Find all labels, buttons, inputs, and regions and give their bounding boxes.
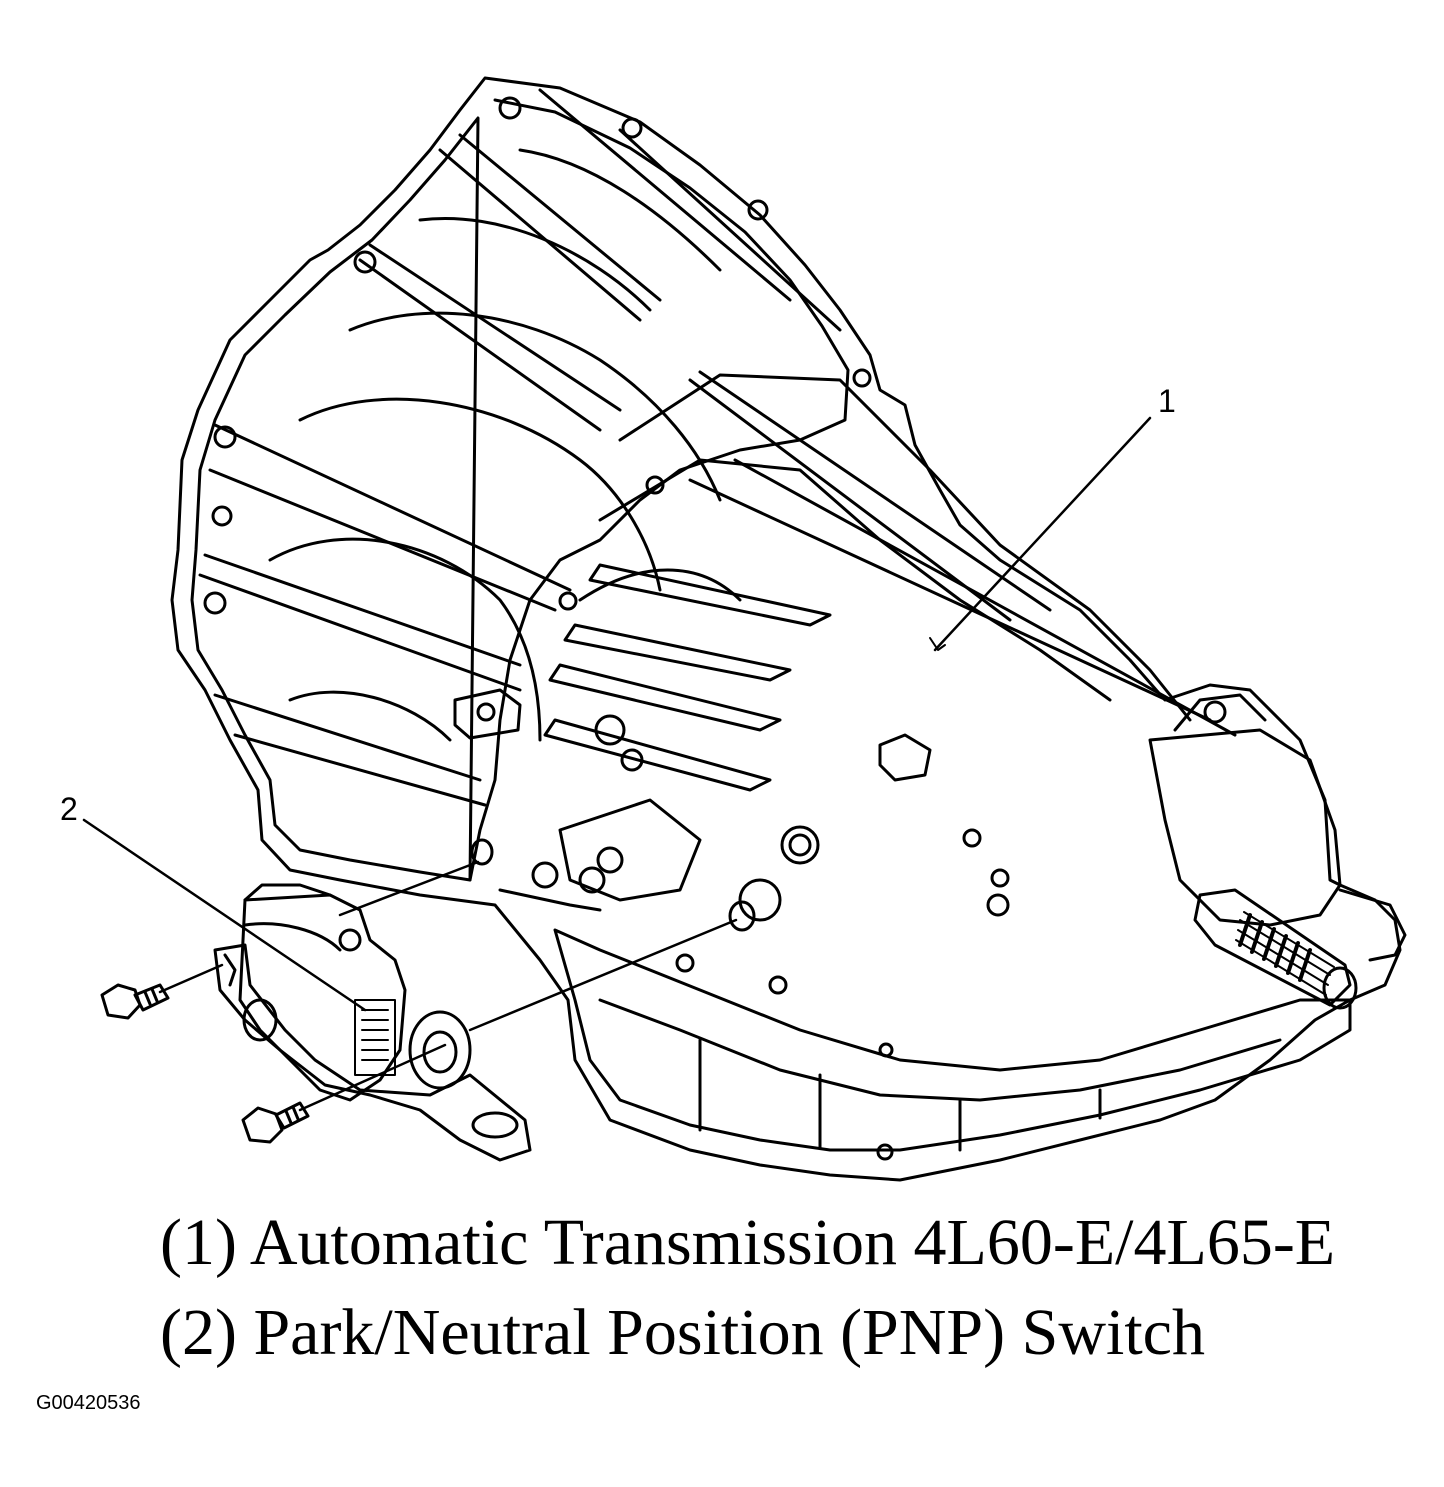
figure-id: G00420536	[36, 1392, 141, 1414]
bell-housing-outline	[170, 76, 1402, 1182]
extension-housing	[1148, 728, 1342, 927]
pnp-switch-body	[238, 893, 407, 1102]
bolt-lower	[241, 1101, 310, 1144]
legend-item-2: (2) Park/Neutral Position (PNP) Switch	[160, 1296, 1205, 1369]
alignment-line	[338, 860, 480, 917]
main-case-top	[618, 373, 1192, 722]
bell-rib	[213, 423, 572, 592]
bell-housing-rim	[468, 98, 850, 882]
oil-pan	[553, 928, 1352, 1152]
pnp-connector	[354, 999, 396, 1076]
output-shaft-splines	[1235, 911, 1335, 996]
pnp-switch-bracket	[213, 943, 532, 1162]
leader-line-2	[82, 818, 367, 1012]
callout-2: 2	[60, 791, 78, 827]
leader-line-1	[933, 416, 1152, 652]
bolt-upper	[100, 983, 170, 1020]
callout-1: 1	[1158, 383, 1176, 419]
output-shaft	[1193, 888, 1352, 1007]
legend-item-1: (1) Automatic Transmission 4L60-E/4L65-E	[160, 1206, 1336, 1279]
